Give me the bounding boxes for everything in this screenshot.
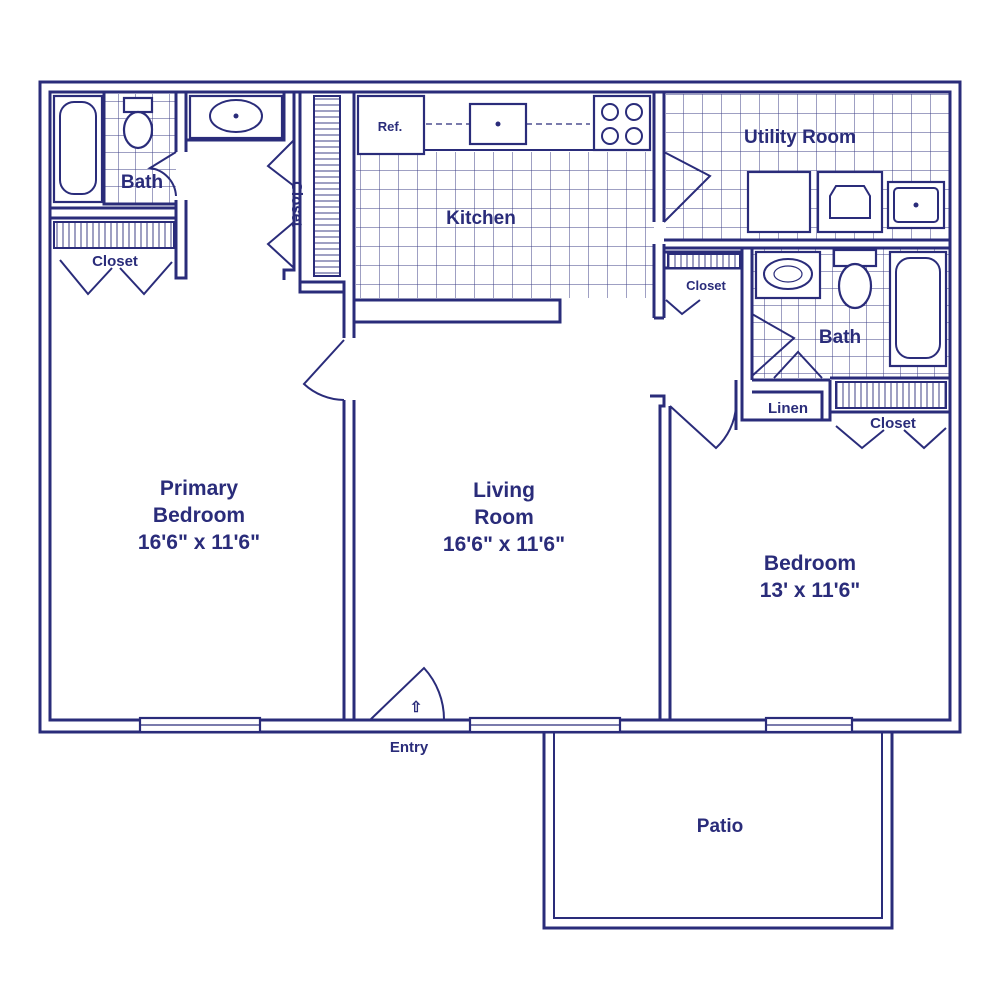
entry-label: Entry [390, 739, 429, 756]
kitchen-sink-icon [468, 102, 528, 146]
bedroom-closet-shelf [835, 381, 947, 409]
primary-bathtub-icon [52, 94, 104, 204]
living-room-label: Living Room 16'6" x 11'6" [443, 479, 565, 556]
second-sink-icon [754, 250, 822, 300]
svg-text:Room: Room [474, 506, 534, 529]
hall-closet-shelf [667, 253, 741, 269]
utility-room-label: Utility Room [744, 127, 856, 148]
second-toilet-icon [832, 248, 878, 310]
utility-sink-icon [886, 180, 946, 230]
second-bathtub-icon [888, 250, 948, 368]
svg-text:Primary: Primary [160, 477, 239, 500]
linen-label: Linen [768, 400, 808, 417]
closet-walkin-label: Closet [288, 181, 305, 227]
closet-bedroom-label: Closet [870, 415, 916, 432]
svg-text:Bedroom: Bedroom [764, 552, 856, 575]
walkin-closet-shelf [313, 95, 341, 277]
doors [59, 139, 947, 721]
closet-primary-label: Closet [92, 253, 138, 270]
windows [138, 716, 854, 734]
entry-arrow-icon: ⇧ [410, 699, 423, 716]
kitchen-label: Kitchen [446, 208, 516, 229]
svg-text:Living: Living [473, 479, 535, 502]
svg-text:Bedroom: Bedroom [153, 504, 245, 527]
refrigerator-icon [356, 94, 426, 156]
closet-hall-label: Closet [686, 278, 726, 293]
patio-label: Patio [697, 816, 743, 837]
kitchen-floor [356, 152, 654, 298]
primary-closet-shelf [53, 221, 175, 249]
exterior-walls [38, 80, 962, 734]
ref-label: Ref. [378, 119, 403, 134]
stove-icon [592, 94, 652, 152]
primary-toilet-icon [122, 96, 154, 150]
washer-icon [816, 170, 884, 234]
bath-primary-label: Bath [121, 172, 163, 193]
primary-sink-icon [188, 94, 284, 140]
water-heater-icon [746, 170, 812, 234]
svg-text:⇧: ⇧ [410, 699, 423, 716]
interior-walls [50, 92, 950, 722]
patio-outline [542, 732, 894, 930]
primary-bedroom-label: Primary Bedroom 16'6" x 11'6" [138, 477, 260, 554]
bath-second-label: Bath [819, 327, 861, 348]
bedroom-label: Bedroom 13' x 11'6" [760, 552, 861, 602]
svg-text:13' x 11'6": 13' x 11'6" [760, 579, 861, 602]
svg-text:16'6" x 11'6": 16'6" x 11'6" [443, 533, 565, 556]
svg-text:16'6" x 11'6": 16'6" x 11'6" [138, 531, 260, 554]
